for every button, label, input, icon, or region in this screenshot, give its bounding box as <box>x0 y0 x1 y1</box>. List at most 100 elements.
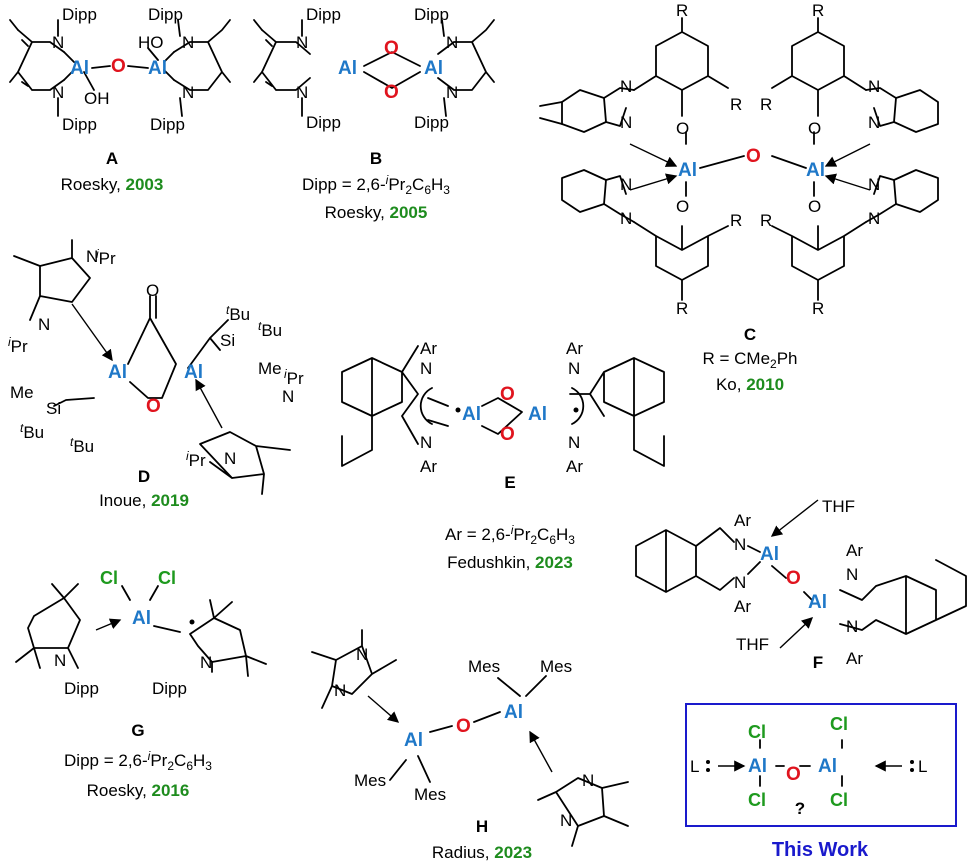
oxygen-atom: O <box>384 38 399 59</box>
nitrogen-atom: N <box>52 83 64 102</box>
mesityl-label: Mes <box>414 785 446 804</box>
oxygen-ligand: O <box>676 197 689 216</box>
compound-h: N N N N Al Al O Mes Mes Mes Mes H Radius… <box>311 629 629 862</box>
this-work-title: This Work <box>772 839 869 861</box>
chlorine-atom: Cl <box>748 722 766 742</box>
dipp-label: Dipp <box>62 5 97 24</box>
aryl-label: Ar <box>566 457 583 476</box>
aluminum-atom: Al <box>818 756 837 777</box>
nitrogen-atom: N <box>620 209 632 228</box>
aluminum-atom: Al <box>504 702 523 723</box>
aluminum-atom: Al <box>184 362 203 383</box>
compound-d: N N iPr iPr O Al Al O Si Si tBu tBu Me M… <box>8 239 304 510</box>
nitrogen-atom: N <box>182 33 194 52</box>
aluminum-atom: Al <box>108 362 127 383</box>
nitrogen-atom: N <box>620 175 632 194</box>
silicon-atom: Si <box>46 399 61 418</box>
compound-label: F <box>813 653 823 672</box>
aryl-label: Ar <box>734 597 751 616</box>
oxygen-atom: O <box>146 396 161 417</box>
aluminum-atom: Al <box>404 730 423 751</box>
aluminum-atom: Al <box>462 404 481 425</box>
compound-f: Ar Ar Ar Ar N N N N Al Al O THF THF F <box>635 497 967 672</box>
nitrogen-atom: N <box>224 449 236 468</box>
compound-label: C <box>744 325 756 344</box>
nitrogen-atom: N <box>52 33 64 52</box>
isopropyl-label: iPr <box>186 449 206 470</box>
ligand-label: L <box>918 757 927 776</box>
dipp-label: Dipp <box>148 5 183 24</box>
nitrogen-atom: N <box>446 83 458 102</box>
oxygen-ligand: O <box>676 119 689 138</box>
methyl-label: Me <box>258 359 282 378</box>
aryl-label: Ar <box>566 339 583 358</box>
chlorine-atom: Cl <box>830 790 848 810</box>
aryl-label: Ar <box>420 339 437 358</box>
nitrogen-atom: N <box>846 617 858 636</box>
nitrogen-atom: N <box>54 651 66 670</box>
nitrogen-atom: N <box>446 33 458 52</box>
mesityl-label: Mes <box>540 657 572 676</box>
this-work-panel: L L Cl Cl Cl Cl Al Al O ? This Work <box>685 703 957 861</box>
aluminum-atom: Al <box>338 58 357 79</box>
r-group: R <box>730 211 742 230</box>
methyl-label: Me <box>10 383 34 402</box>
aluminum-atom: Al <box>760 544 779 565</box>
oxygen-ligand: O <box>808 119 821 138</box>
oxygen-atom: O <box>786 568 801 589</box>
nitrogen-atom: N <box>182 83 194 102</box>
isopropyl-label: iPr <box>96 247 116 268</box>
citation: Roesky, 2003 <box>61 175 164 194</box>
nitrogen-atom: N <box>868 209 880 228</box>
citation: Ko, 2010 <box>716 375 784 394</box>
tert-butyl-label: tBu <box>20 421 44 442</box>
carbonyl-oxygen: O <box>146 281 159 300</box>
chlorine-atom: Cl <box>830 714 848 734</box>
r-group: R <box>676 299 688 318</box>
question-mark: ? <box>795 799 805 818</box>
aluminum-atom: Al <box>148 58 167 79</box>
nitrogen-atom: N <box>620 77 632 96</box>
chlorine-atom: Cl <box>748 790 766 810</box>
tert-butyl-label: tBu <box>70 435 94 456</box>
nitrogen-atom: N <box>420 433 432 452</box>
nitrogen-atom: N <box>568 433 580 452</box>
mesityl-label: Mes <box>354 771 386 790</box>
nitrogen-atom: N <box>86 247 98 266</box>
compound-label: D <box>138 467 150 486</box>
compound-c: R R R R R R R R O O O O N N N N N N N N … <box>539 1 939 394</box>
isopropyl-label: iPr <box>284 367 304 388</box>
dipp-label: Dipp <box>306 5 341 24</box>
oxygen-atom: O <box>500 384 515 405</box>
nitrogen-atom: N <box>296 33 308 52</box>
dipp-label: Dipp <box>64 679 99 698</box>
r-group: R <box>676 1 688 20</box>
citation: Fedushkin, 2023 <box>447 553 573 572</box>
compound-g: Cl Cl Al N N Dipp Dipp G Dipp = 2,6-iPr2… <box>15 568 267 800</box>
dipp-definition: Dipp = 2,6-iPr2C6H3 <box>302 173 450 197</box>
aluminum-atom: Al <box>132 608 151 629</box>
citation: Inoue, 2019 <box>99 491 189 510</box>
chlorine-atom: Cl <box>100 568 118 588</box>
tert-butyl-label: tBu <box>258 319 282 340</box>
nitrogen-atom: N <box>582 771 594 790</box>
nitrogen-atom: N <box>620 113 632 132</box>
nitrogen-atom: N <box>38 315 50 334</box>
oxygen-atom: O <box>111 56 126 77</box>
nitrogen-atom: N <box>868 175 880 194</box>
dipp-label: Dipp <box>306 113 341 132</box>
aluminum-atom: Al <box>70 58 89 79</box>
r-definition: R = CMe2Ph <box>702 349 797 371</box>
dipp-definition: Dipp = 2,6-iPr2C6H3 <box>64 749 212 773</box>
nitrogen-atom: N <box>846 565 858 584</box>
mesityl-label: Mes <box>468 657 500 676</box>
nitrogen-atom: N <box>560 811 572 830</box>
oxygen-atom: O <box>786 764 801 785</box>
nitrogen-atom: N <box>200 653 212 672</box>
nitrogen-atom: N <box>282 387 294 406</box>
ar-definition: Ar = 2,6-iPr2C6H3 <box>445 523 575 547</box>
citation: Radius, 2023 <box>432 843 532 862</box>
compound-label: H <box>476 817 488 836</box>
oxygen-ligand: O <box>808 197 821 216</box>
dipp-label: Dipp <box>414 5 449 24</box>
